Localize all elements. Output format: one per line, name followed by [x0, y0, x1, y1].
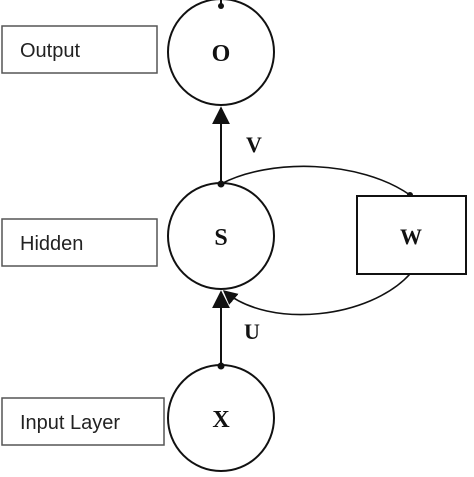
arrow-u-tail-dot [217, 362, 225, 370]
output-node [167, 0, 275, 106]
output-label: Output [20, 40, 80, 62]
weight-w-label: W [400, 224, 422, 249]
input-label-box: Input Layer [1, 397, 165, 446]
weight-u-label: U [244, 319, 260, 344]
output-top-dot [218, 3, 224, 9]
input-node-symbol: X [212, 407, 230, 433]
recurrent-weight-box [356, 195, 467, 275]
hidden-label: Hidden [20, 233, 83, 255]
recurrent-loop-top [220, 165, 411, 196]
output-label-box: Output [1, 25, 158, 74]
output-node-symbol: O [212, 41, 231, 67]
recurrent-loop-bottom [222, 273, 411, 316]
input-label: Input Layer [20, 412, 120, 434]
hidden-label-box: Hidden [1, 218, 158, 267]
hidden-node-symbol: S [214, 225, 227, 251]
weight-v-label: V [246, 132, 262, 157]
